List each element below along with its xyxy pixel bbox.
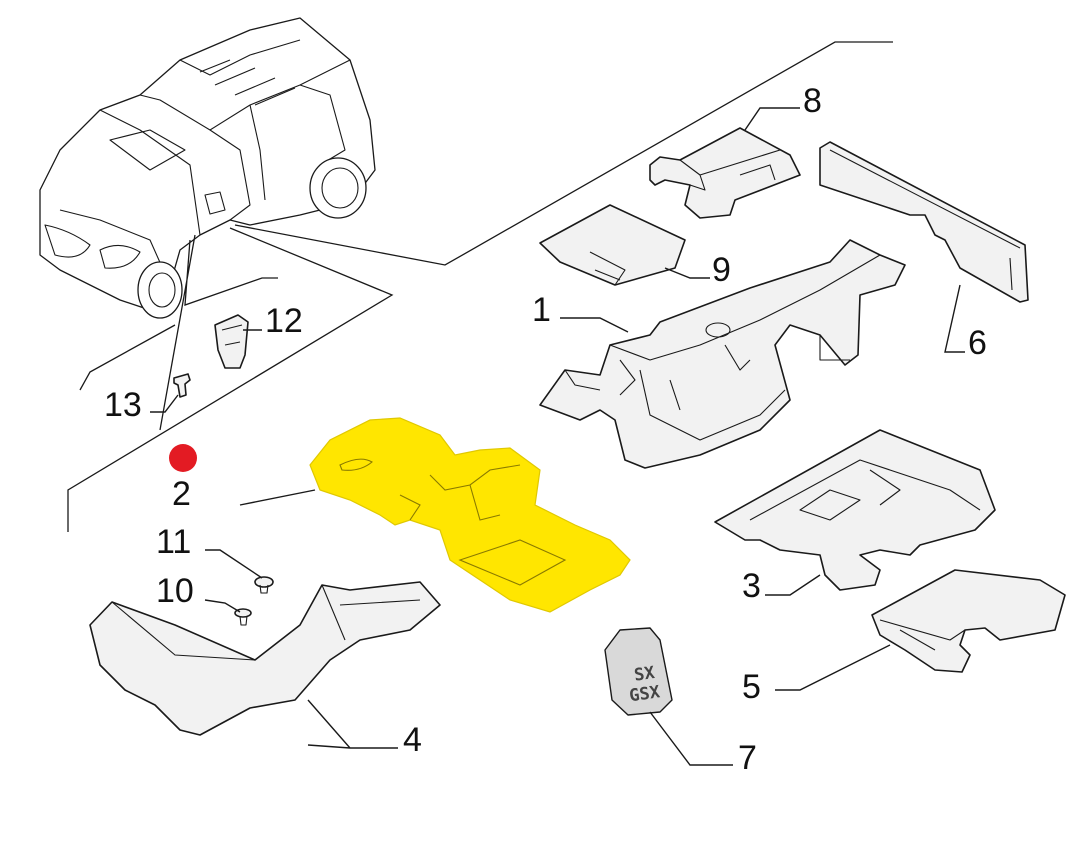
part-10 bbox=[234, 608, 252, 626]
part-7-stamp-line2: GSX bbox=[628, 682, 662, 706]
callout-9[interactable]: 9 bbox=[712, 251, 731, 289]
callout-6[interactable]: 6 bbox=[968, 324, 987, 362]
part-11 bbox=[254, 576, 274, 594]
callout-12[interactable]: 12 bbox=[265, 302, 303, 340]
callout-2[interactable]: 2 bbox=[172, 475, 191, 513]
part-7: SX GSX bbox=[604, 627, 673, 716]
callout-7[interactable]: 7 bbox=[738, 739, 757, 777]
part-13 bbox=[173, 373, 191, 398]
part-4 bbox=[89, 581, 441, 736]
van-illustration bbox=[39, 17, 376, 319]
callout-13[interactable]: 13 bbox=[104, 386, 142, 424]
callout-labels: 8 9 1 6 12 13 2 11 10 3 5 4 7 bbox=[104, 82, 987, 777]
callout-10[interactable]: 10 bbox=[156, 572, 194, 610]
part-9 bbox=[539, 204, 686, 286]
callout-5[interactable]: 5 bbox=[742, 668, 761, 706]
assembly-frame-lines bbox=[67, 41, 893, 532]
callout-1[interactable]: 1 bbox=[532, 291, 551, 329]
leader-lines bbox=[150, 107, 965, 766]
callout-8[interactable]: 8 bbox=[803, 82, 822, 120]
part-2-highlighted bbox=[309, 417, 631, 613]
part-7-stamp-line1: SX bbox=[633, 663, 657, 686]
callout-4[interactable]: 4 bbox=[403, 721, 422, 759]
part-3 bbox=[714, 429, 996, 591]
part-6 bbox=[819, 141, 1029, 303]
selection-marker-dot bbox=[169, 444, 197, 472]
part-12 bbox=[214, 314, 249, 369]
callout-11[interactable]: 11 bbox=[156, 523, 191, 561]
part-8 bbox=[649, 127, 801, 219]
callout-3[interactable]: 3 bbox=[742, 567, 761, 605]
part-5 bbox=[871, 569, 1066, 673]
part-1 bbox=[539, 239, 906, 469]
